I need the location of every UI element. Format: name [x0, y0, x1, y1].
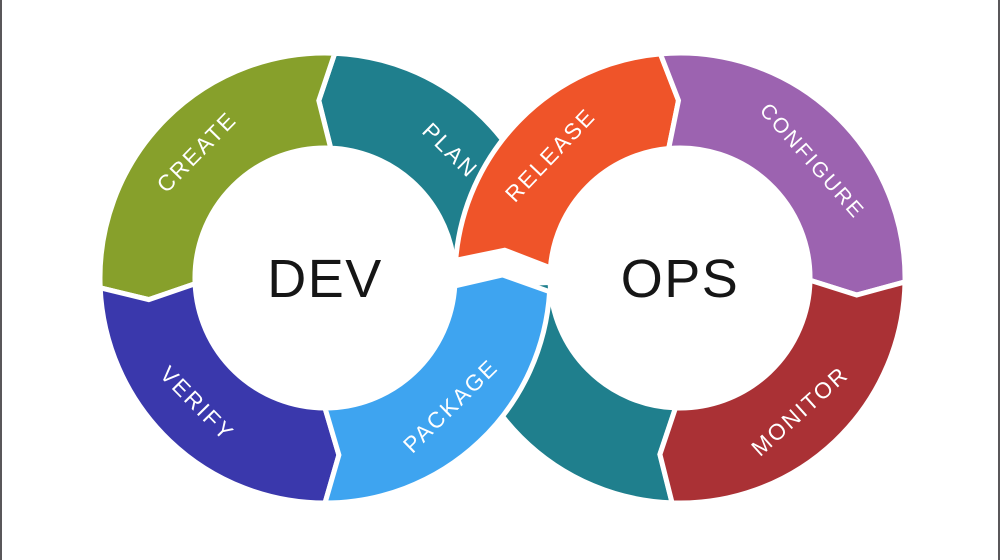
segment-verify: [97, 280, 342, 506]
image-left-border: [0, 0, 2, 560]
segment-configure: [656, 50, 908, 298]
segment-create: [97, 50, 339, 303]
segment-monitor: [657, 276, 908, 506]
ops-center-label: OPS: [621, 249, 740, 309]
segment-package: [321, 272, 553, 506]
segment-release: [452, 51, 682, 272]
image-right-border: [998, 0, 1000, 560]
dev-center-label: DEV: [267, 249, 383, 309]
ring-segments: [97, 50, 908, 506]
